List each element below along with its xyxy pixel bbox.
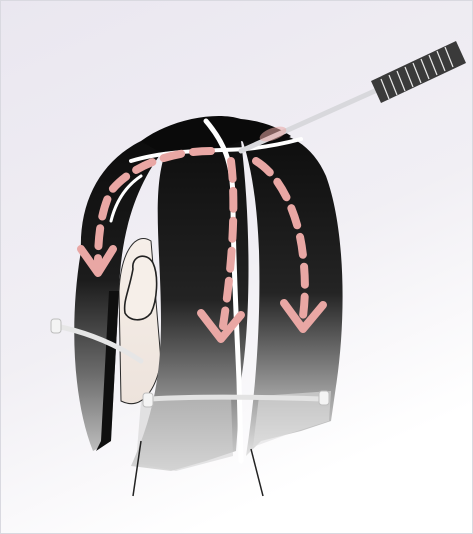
clip-marker-icon: [51, 319, 61, 333]
clip-marker-icon: [143, 393, 153, 407]
clip-marker-icon: [319, 391, 329, 405]
section-guide-bottom: [151, 397, 321, 399]
